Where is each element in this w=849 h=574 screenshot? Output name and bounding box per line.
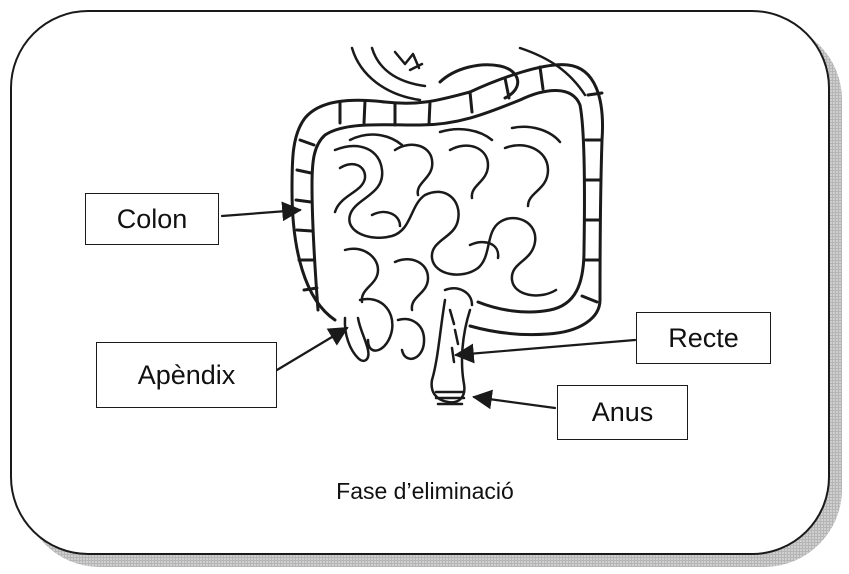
appendix-outline [345, 318, 369, 361]
small-intestine [335, 127, 560, 359]
colon-label: Colon [85, 193, 219, 245]
appendix-label: Apèndix [96, 342, 277, 408]
colon-pointer-arrow [222, 210, 300, 216]
anus-pointer-arrow [474, 397, 555, 408]
large-intestine [292, 65, 603, 335]
appendix-pointer-arrow [277, 328, 347, 370]
pointer-arrows [222, 210, 635, 408]
anus-label: Anus [557, 385, 688, 440]
diagram-caption: Fase d’eliminació [300, 478, 550, 505]
rectum-pointer-arrow [456, 340, 635, 355]
rectum-and-anus [432, 300, 470, 404]
rectum-label: Recte [636, 312, 771, 364]
